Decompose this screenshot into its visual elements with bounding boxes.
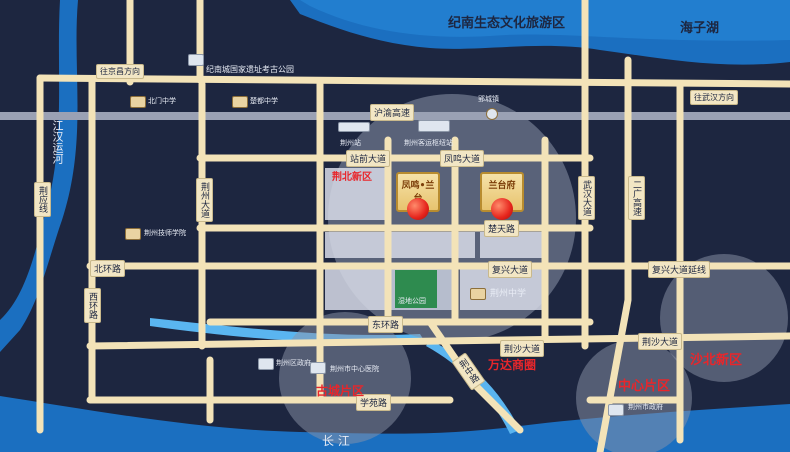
district-jingbei: 荆北新区: [332, 172, 372, 183]
district-gucheng: 古城片区: [316, 384, 365, 398]
road-label-zhanqian: 站前大道: [346, 150, 391, 167]
road-label-fuxing: 复兴大道: [488, 261, 533, 278]
district-zhongxin: 中心片区: [618, 379, 671, 394]
bus-icon: [418, 120, 450, 132]
road-top: [36, 74, 790, 88]
school-icon: [232, 96, 248, 108]
poi-chudu: 楚都中学: [250, 97, 278, 105]
block-2: [325, 232, 475, 258]
poi-bus-hub: 荆州客运枢纽站: [404, 139, 453, 147]
poi-jinan-park: 纪南城国家遗址考古公园: [206, 65, 294, 74]
block-4: [325, 268, 385, 310]
train-icon: [338, 122, 370, 132]
road-label-xueyuan: 学苑路: [356, 394, 392, 411]
lake-name: 海子湖: [680, 21, 720, 36]
top-lake-shade: [300, 0, 790, 41]
school-icon: [130, 96, 146, 108]
project-pin-1: [407, 198, 429, 220]
poi-tech: 荆州技师学院: [144, 229, 186, 237]
road-label-huyu: 沪渝高速: [370, 104, 415, 121]
road-label-jingsha-2: 荆沙大道: [638, 333, 683, 350]
park-icon: [188, 54, 204, 66]
block-1: [325, 168, 385, 220]
zone-circle-shabei: [660, 254, 788, 382]
river-name-left: 江汉运河: [51, 120, 64, 164]
gov-icon: [608, 404, 624, 416]
road-label-beihuan: 北环路: [90, 260, 126, 277]
road-label-erguang: 二广高速: [628, 176, 645, 220]
road-label-dongjiao: 东环路: [368, 316, 404, 333]
poi-city-hospital: 荆州市中心医院: [330, 365, 379, 373]
poi-city-gov: 荆州市政府: [628, 403, 663, 411]
poi-north-gate: 北门中学: [148, 97, 176, 105]
road-label-fuxing-ext: 复兴大道延线: [648, 261, 711, 278]
road-label-wangwuhan: 往武汉方向: [690, 90, 738, 105]
poi-district-gov: 荆州区政府: [276, 359, 311, 367]
project-name: 兰台府: [488, 181, 516, 191]
gov-icon: [258, 358, 274, 370]
poi-jingzhou-school: 荆州中学: [490, 289, 527, 299]
poi-gym: 郢城镇: [478, 95, 499, 103]
school-icon: [125, 228, 141, 240]
road-label-jingsha: 荆沙大道: [500, 340, 545, 357]
road-label-jingying: 荆应线: [34, 182, 51, 217]
road-label-chutian: 楚天路: [484, 220, 520, 237]
gov-icon: [486, 108, 498, 120]
road-label-fengming: 凤鸣大道: [440, 150, 485, 167]
road-label-jingzhou: 荆州大道: [196, 178, 213, 222]
poi-wetland: 湿地公园: [398, 297, 426, 305]
map-title: 纪南生态文化旅游区: [448, 16, 566, 31]
district-wanda: 万达商圈: [488, 358, 537, 372]
project-pin-2: [491, 198, 513, 220]
river-name-bottom: 长 江: [322, 434, 350, 448]
school-icon: [470, 288, 486, 300]
road-label-xihuan: 西环路: [84, 288, 101, 323]
road-label-wutai: 武汉大道: [578, 176, 595, 220]
district-shabei: 沙北新区: [690, 353, 743, 368]
poi-jingzhou-station: 荆州站: [340, 139, 361, 147]
road-label-wangjinpei: 往京昌方向: [96, 64, 144, 79]
hospital-icon: [310, 362, 326, 374]
wetland-park: [395, 270, 437, 308]
